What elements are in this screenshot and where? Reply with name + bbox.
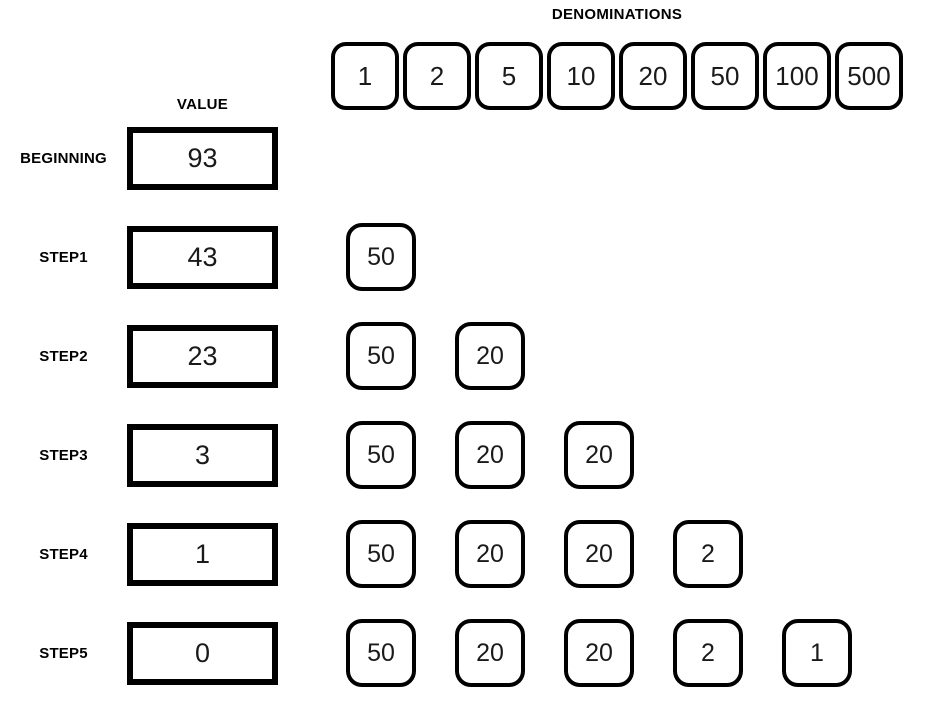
coins-group: 50 20 20 2 (346, 520, 743, 588)
value-box: 93 (127, 126, 278, 190)
denomination-box: 100 (763, 42, 831, 110)
row-label: BEGINNING (20, 149, 107, 167)
step-row-step3: STEP3 3 50 20 20 (0, 421, 950, 489)
denominations-row: 1 2 5 10 20 50 100 500 (331, 42, 903, 110)
coin-box: 20 (564, 619, 634, 687)
coins-group: 50 20 (346, 322, 525, 390)
step-row-step4: STEP4 1 50 20 20 2 (0, 520, 950, 588)
value-box: 0 (127, 621, 278, 685)
step-row-step2: STEP2 23 50 20 (0, 322, 950, 390)
denomination-box: 500 (835, 42, 903, 110)
coin-box: 2 (673, 619, 743, 687)
coin-box: 20 (455, 322, 525, 390)
coin-box: 20 (455, 421, 525, 489)
coin-box: 50 (346, 520, 416, 588)
coins-group: 50 20 20 (346, 421, 634, 489)
denomination-box: 1 (331, 42, 399, 110)
denomination-box: 5 (475, 42, 543, 110)
value-box: 3 (127, 423, 278, 487)
value-column-header: VALUE (176, 96, 229, 113)
coin-box: 50 (346, 223, 416, 291)
value-box: 23 (127, 324, 278, 388)
coin-box: 20 (455, 520, 525, 588)
value-box: 43 (127, 225, 278, 289)
row-label: STEP3 (39, 446, 88, 464)
value-box: 1 (127, 522, 278, 586)
step-row-step5: STEP5 0 50 20 20 2 1 (0, 619, 950, 687)
coin-box: 1 (782, 619, 852, 687)
denomination-box: 10 (547, 42, 615, 110)
row-label: STEP4 (39, 545, 88, 563)
coin-box: 20 (564, 421, 634, 489)
coin-box: 50 (346, 619, 416, 687)
step-row-beginning: BEGINNING 93 (0, 124, 950, 192)
coin-box: 2 (673, 520, 743, 588)
step-row-step1: STEP1 43 50 (0, 223, 950, 291)
row-label: STEP1 (39, 248, 88, 266)
coin-box: 20 (564, 520, 634, 588)
denomination-box: 2 (403, 42, 471, 110)
coins-group: 50 (346, 223, 416, 291)
row-label: STEP2 (39, 347, 88, 365)
coins-group: 50 20 20 2 1 (346, 619, 852, 687)
row-label: STEP5 (39, 644, 88, 662)
coin-box: 20 (455, 619, 525, 687)
denominations-title: DENOMINATIONS (551, 6, 683, 23)
coin-box: 50 (346, 322, 416, 390)
coin-box: 50 (346, 421, 416, 489)
denomination-box: 20 (619, 42, 687, 110)
denomination-box: 50 (691, 42, 759, 110)
